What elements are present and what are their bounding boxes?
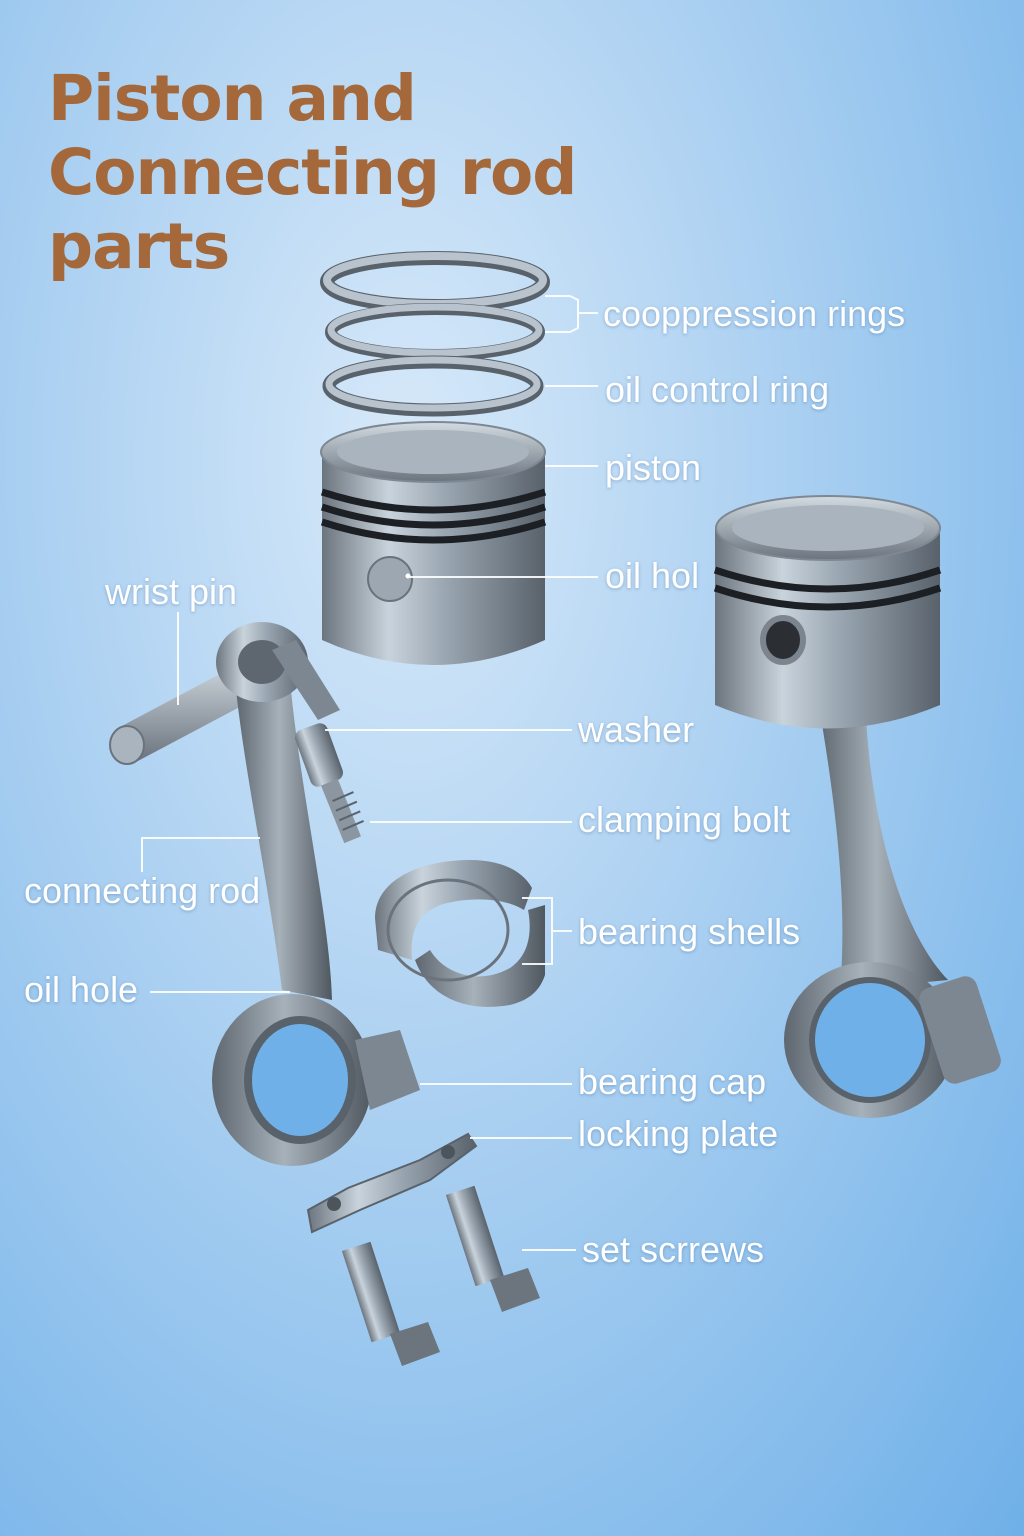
- label-compression-rings: cooppression rings: [603, 293, 906, 334]
- leader-connecting-rod: [141, 837, 260, 872]
- clamping-bolt: [321, 778, 364, 844]
- label-bearing-cap: bearing cap: [578, 1061, 767, 1102]
- label-washer: washer: [578, 709, 695, 750]
- label-set-screws: set scrrews: [582, 1229, 765, 1270]
- title-line-3: parts: [48, 210, 230, 283]
- piston: [320, 421, 547, 665]
- compression-ring-middle: [325, 303, 545, 361]
- leader-lines: [141, 295, 598, 1251]
- washer: [295, 723, 343, 787]
- connecting-rod: [212, 622, 420, 1166]
- label-oil-hole: oil hole: [24, 969, 139, 1010]
- label-connecting-rod: connecting rod: [24, 870, 261, 911]
- page-title: Piston and Connecting rod parts: [48, 62, 577, 284]
- label-oil-hol: oil hol: [605, 555, 700, 596]
- title-line-2: Connecting rod: [48, 136, 577, 209]
- leader-bearing-shells: [522, 897, 572, 965]
- set-screw-left: [341, 1241, 440, 1366]
- oil-control-ring: [322, 355, 544, 417]
- label-bearing-shells: bearing shells: [578, 911, 801, 952]
- oil-hol-hole: [367, 556, 413, 602]
- label-locking-plate: locking plate: [578, 1113, 779, 1154]
- assembled-piston-rod: [713, 495, 1001, 1118]
- locking-plate: [306, 1132, 478, 1234]
- label-piston: piston: [605, 447, 702, 488]
- leader-compression-rings: [545, 295, 598, 333]
- bearing-shells: [375, 860, 545, 1007]
- title-line-1: Piston and: [48, 62, 417, 135]
- label-oil-control-ring: oil control ring: [605, 369, 830, 410]
- label-clamping-bolt: clamping bolt: [578, 799, 791, 840]
- label-wrist-pin: wrist pin: [105, 571, 238, 612]
- set-screw-right: [445, 1185, 540, 1312]
